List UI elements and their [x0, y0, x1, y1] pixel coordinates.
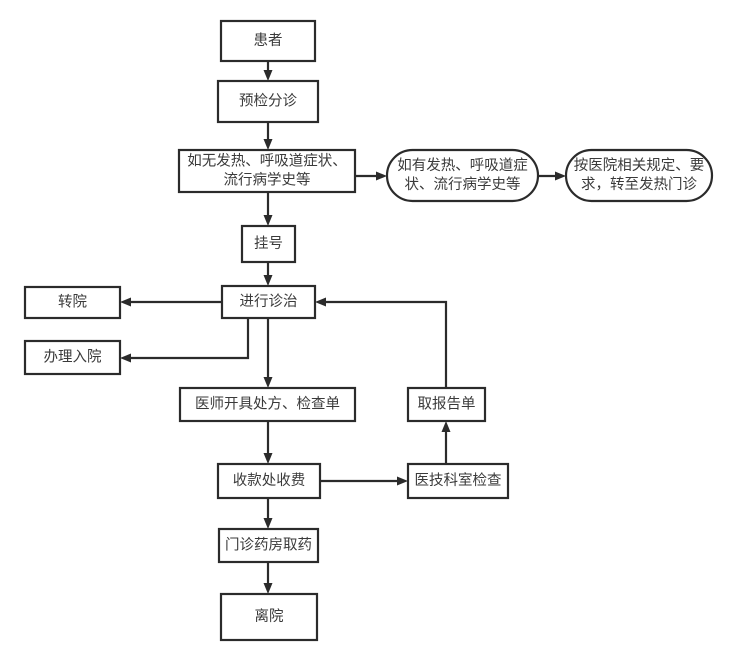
flow-node-has-fever[interactable]: 如有发热、呼吸道症状、流行病学史等 — [385, 148, 540, 203]
node-shape-admission — [23, 339, 122, 376]
node-label-admission: 办理入院 — [44, 348, 102, 365]
node-label-fever-clinic: 按医院相关规定、要求，转至发热门诊 — [574, 157, 705, 193]
flow-edge-register-to-diagnose — [263, 262, 273, 286]
node-label-no-fever: 如无发热、呼吸道症状、流行病学史等 — [187, 152, 347, 188]
node-shape-diagnose — [220, 284, 317, 320]
node-shape-cashier — [216, 462, 322, 500]
flow-edge-no-fever-to-register — [263, 192, 273, 226]
edge-layer — [120, 61, 566, 594]
node-label-leave: 离院 — [255, 608, 284, 625]
node-label-has-fever: 如有发热、呼吸道症状、流行病学史等 — [397, 157, 528, 193]
node-label-pharmacy: 门诊药房取药 — [225, 536, 312, 553]
flow-node-register[interactable]: 挂号 — [240, 224, 297, 264]
node-shape-no-fever — [177, 148, 357, 194]
node-shape-pharmacy — [217, 527, 320, 564]
node-label-prescription: 医师开具处方、检查单 — [195, 395, 340, 412]
node-shape-patient — [219, 19, 317, 63]
flow-node-fever-clinic[interactable]: 按医院相关规定、要求，转至发热门诊 — [564, 148, 714, 203]
node-label-med-exam: 医技科室检查 — [415, 472, 502, 489]
node-shape-fever-clinic — [564, 148, 714, 203]
flow-node-diagnose[interactable]: 进行诊治 — [220, 284, 317, 320]
flow-edge-get-report-to-diagnose — [315, 297, 448, 388]
flow-node-admission[interactable]: 办理入院 — [23, 339, 122, 376]
flow-node-leave[interactable]: 离院 — [219, 592, 319, 642]
flow-edge-diagnose-to-admission — [120, 318, 250, 363]
node-shape-med-exam — [406, 462, 510, 500]
node-label-get-report: 取报告单 — [418, 395, 476, 412]
flow-node-patient[interactable]: 患者 — [219, 19, 317, 63]
flow-edge-has-fever-to-fever-clinic — [538, 171, 566, 181]
node-label-pre-triage: 预检分诊 — [239, 92, 297, 109]
flow-edge-patient-to-pre-triage — [263, 61, 273, 81]
flow-node-med-exam[interactable]: 医技科室检查 — [406, 462, 510, 500]
node-label-diagnose: 进行诊治 — [240, 293, 298, 310]
flow-node-pharmacy[interactable]: 门诊药房取药 — [217, 527, 320, 564]
node-shape-transfer — [23, 285, 122, 320]
flow-edge-diagnose-to-transfer — [120, 297, 222, 307]
node-label-cashier: 收款处收费 — [233, 472, 306, 489]
flow-node-pre-triage[interactable]: 预检分诊 — [216, 79, 320, 124]
node-label-patient: 患者 — [254, 32, 283, 49]
node-shape-pre-triage — [216, 79, 320, 124]
flow-edge-med-exam-to-get-report — [441, 421, 451, 464]
flow-edge-cashier-to-pharmacy — [263, 498, 273, 529]
node-shape-register — [240, 224, 297, 264]
node-shape-has-fever — [385, 148, 540, 203]
flow-node-cashier[interactable]: 收款处收费 — [216, 462, 322, 500]
flow-edge-cashier-to-med-exam — [320, 476, 408, 486]
flow-node-no-fever[interactable]: 如无发热、呼吸道症状、流行病学史等 — [177, 148, 357, 194]
flow-node-transfer[interactable]: 转院 — [23, 285, 122, 320]
node-shape-get-report — [406, 386, 487, 423]
flow-edge-pharmacy-to-leave — [263, 562, 273, 594]
node-shape-prescription — [178, 386, 357, 423]
flow-node-prescription[interactable]: 医师开具处方、检查单 — [178, 386, 357, 423]
flow-edge-no-fever-to-has-fever — [355, 171, 387, 181]
node-shape-leave — [219, 592, 319, 642]
flow-edge-pre-triage-to-no-fever — [263, 122, 273, 150]
flow-edge-diagnose-to-prescription — [263, 318, 273, 388]
flow-node-get-report[interactable]: 取报告单 — [406, 386, 487, 423]
flow-edge-prescription-to-cashier — [263, 421, 273, 464]
node-label-transfer: 转院 — [58, 293, 87, 310]
node-label-register: 挂号 — [254, 235, 283, 252]
